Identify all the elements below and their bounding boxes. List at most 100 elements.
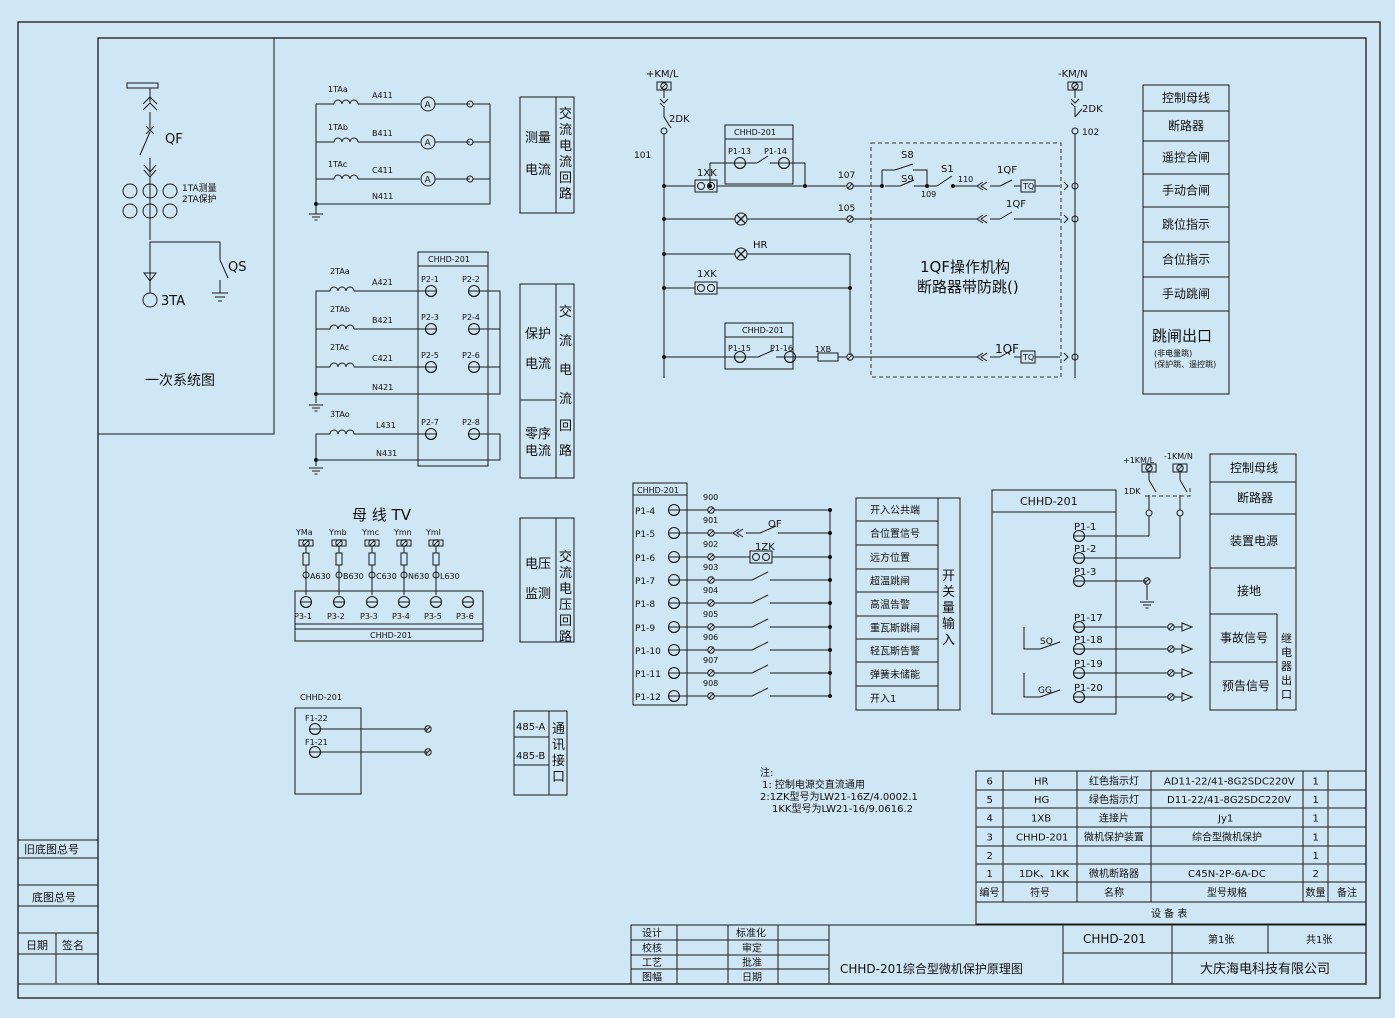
arrow-icon	[1063, 352, 1069, 362]
junction-dot	[662, 184, 666, 188]
minus-fuse-label: 2DK	[1082, 104, 1103, 115]
pwr-pin-icon-fill	[1072, 648, 1086, 655]
bom-frame	[975, 770, 1367, 925]
arrow-icon	[1063, 181, 1069, 191]
meas-side2-1: 流	[559, 123, 572, 138]
pwr-plus-label: +1KM/L	[1123, 456, 1155, 465]
bom-caption: 设 备 表	[1151, 907, 1187, 920]
junction-dot	[828, 694, 832, 698]
zero-n-label: N431	[376, 449, 397, 458]
prot-pin-icon-fill	[467, 290, 481, 297]
tv-pin-label: P3-2	[327, 612, 345, 621]
bom-cell: 1	[987, 869, 993, 880]
pwr-pin-icon-fill	[1072, 672, 1086, 679]
tv-pin-label: P3-4	[392, 612, 410, 621]
qf-contact-blade	[999, 349, 1013, 358]
ctrl-label-0: 控制母线	[1162, 91, 1210, 105]
primary-caption: 一次系统图	[145, 373, 215, 389]
tv-pin-icon-fill	[299, 601, 313, 608]
comm-port-box	[513, 710, 568, 796]
pwr-label-5: 预告信号	[1222, 679, 1270, 693]
of-contact-blade	[759, 525, 777, 534]
ctrl-label-4: 跳位指示	[1162, 217, 1210, 232]
di-contact-blade	[751, 571, 769, 581]
pwr-label-0: 控制母线	[1230, 461, 1278, 475]
zk-key-switch-icon-a	[752, 553, 760, 561]
tv-pin-icon-fill	[429, 601, 443, 608]
junction-dot	[828, 648, 832, 652]
ctrl-label-7: 跳闸出口	[1152, 327, 1212, 345]
tv-node-icon	[335, 571, 343, 579]
di-device-body	[632, 494, 688, 706]
tv-line-label: B630	[343, 572, 364, 581]
prot-pin-label: P2-5	[421, 351, 439, 360]
di-pin-icon-fill	[667, 649, 681, 656]
qf-label-3: 1QF	[995, 342, 1019, 356]
minus-node	[1071, 182, 1079, 190]
meas-ct-label: 1TAc	[328, 160, 347, 169]
di-side-1: 关	[942, 585, 955, 600]
di-pin-label: P1-4	[635, 507, 655, 517]
bom-cell: 连接片	[1099, 812, 1129, 825]
s9-contact-icon	[899, 179, 915, 187]
pwr-label-4: 事故信号	[1220, 630, 1268, 645]
outer-frame	[17, 21, 1381, 999]
prot-side2-1: 流	[559, 334, 572, 349]
di-pin-label: P1-7	[635, 577, 655, 587]
plus-terminal-icon	[660, 82, 668, 90]
bom-cell: 1	[1313, 777, 1319, 788]
plus-fuse-label: 2DK	[669, 114, 690, 125]
tv-tap-label: YMa	[295, 528, 313, 537]
pwr-node	[1176, 509, 1184, 517]
zero-line-label: L431	[376, 421, 396, 430]
di-num-label: 908	[703, 679, 718, 688]
mechanism-label-2: 断路器带防跳()	[917, 278, 1019, 296]
tv-side-2: 监测	[525, 587, 551, 602]
bom-cell: 微机保护装置	[1084, 831, 1144, 844]
junction-dot	[708, 184, 712, 188]
rc-pin-icon-fill	[733, 162, 747, 169]
xb-label: 1XB	[815, 345, 831, 354]
di-label-4: 高温告警	[870, 598, 910, 611]
meas-line-label: B411	[372, 129, 393, 138]
tv-fuse-icon	[335, 552, 343, 566]
qs-label: QS	[228, 260, 246, 275]
pwr-dk-link	[1145, 486, 1191, 497]
di-contact-blade	[751, 664, 769, 674]
bom-header-cell: 数量	[1306, 886, 1326, 899]
ct-coil-icon	[333, 99, 359, 105]
node-102-label: 102	[1082, 128, 1099, 138]
s1-contact-icon	[936, 175, 953, 187]
prot-pin-label: P2-1	[421, 275, 439, 284]
prot-pin-label: P2-3	[421, 313, 439, 322]
pwr-side-4: 口	[1281, 688, 1292, 701]
note-3: 1KK型号为LW21-16/9.0616.2	[772, 802, 913, 815]
left-strip: 旧底图总号 底图总号 日期 签名	[17, 839, 99, 985]
rc-device-body	[724, 138, 794, 185]
tv-side2-4: 回	[559, 614, 572, 629]
tq-label-2: TQ	[1022, 353, 1034, 362]
pwr-side-2: 器	[1281, 660, 1292, 673]
relay-terminal-icon-slash	[1168, 670, 1174, 676]
di-terminal-icon-slash	[708, 554, 714, 560]
trip-pin-label: P1-16	[770, 344, 793, 353]
pwr-terminal-icon	[1145, 464, 1153, 472]
minus-bus-label: -KM/N	[1058, 69, 1088, 80]
ctrl-label-5: 合位指示	[1162, 252, 1210, 267]
prot-pin-label: P2-7	[421, 418, 439, 427]
tv-side2-5: 路	[559, 629, 572, 645]
di-contact-blade	[751, 594, 769, 604]
bom-cell: 4	[987, 814, 993, 825]
di-num-label: 905	[703, 610, 718, 619]
prot-line-label: A421	[372, 278, 393, 287]
note-1: 1: 控制电源交直流通用	[762, 778, 865, 791]
pwr-terminal-icon-slash	[1177, 465, 1183, 471]
prot-pin-icon-fill	[424, 366, 438, 373]
mechanism-label-1: 1QF操作机构	[920, 258, 1010, 276]
tv-pin-icon-fill	[397, 601, 411, 608]
pwr-pin-label: P1-3	[1074, 567, 1096, 578]
ct-coil-icon	[329, 286, 355, 292]
pwr-terminal-icon	[1176, 464, 1184, 472]
meas-side2-3: 流	[559, 155, 572, 170]
